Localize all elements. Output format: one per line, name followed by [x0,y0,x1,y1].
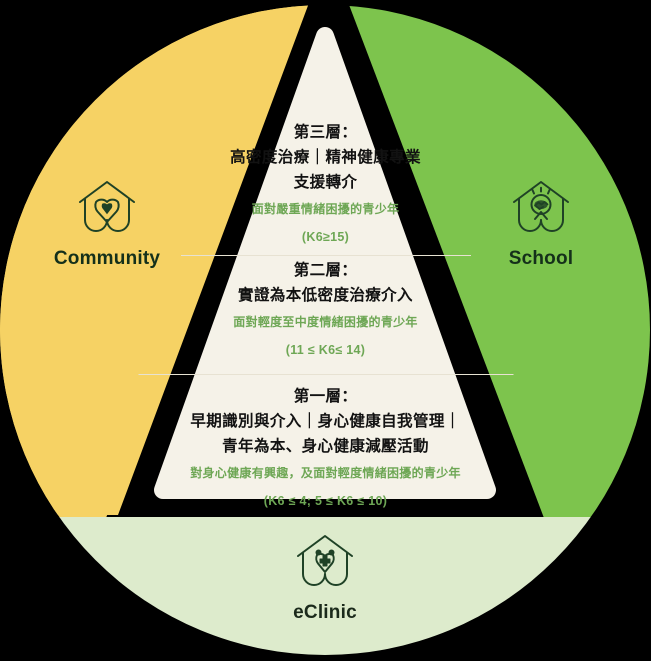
node-school-label: School [508,248,574,269]
node-eclinic[interactable]: eClinic [250,532,400,624]
node-community[interactable]: Community [32,178,182,270]
node-community-label: Community [53,248,161,269]
house-with-stethoscope-cross-icon [250,532,400,596]
tier-divider-lower [138,374,513,375]
house-with-handshake-icon [466,178,616,242]
tier-divider-upper [180,255,471,256]
node-eclinic-label: eClinic [293,602,357,623]
house-with-heart-icon [32,178,182,242]
triangle-shape [154,27,496,499]
node-school[interactable]: School [466,178,616,270]
